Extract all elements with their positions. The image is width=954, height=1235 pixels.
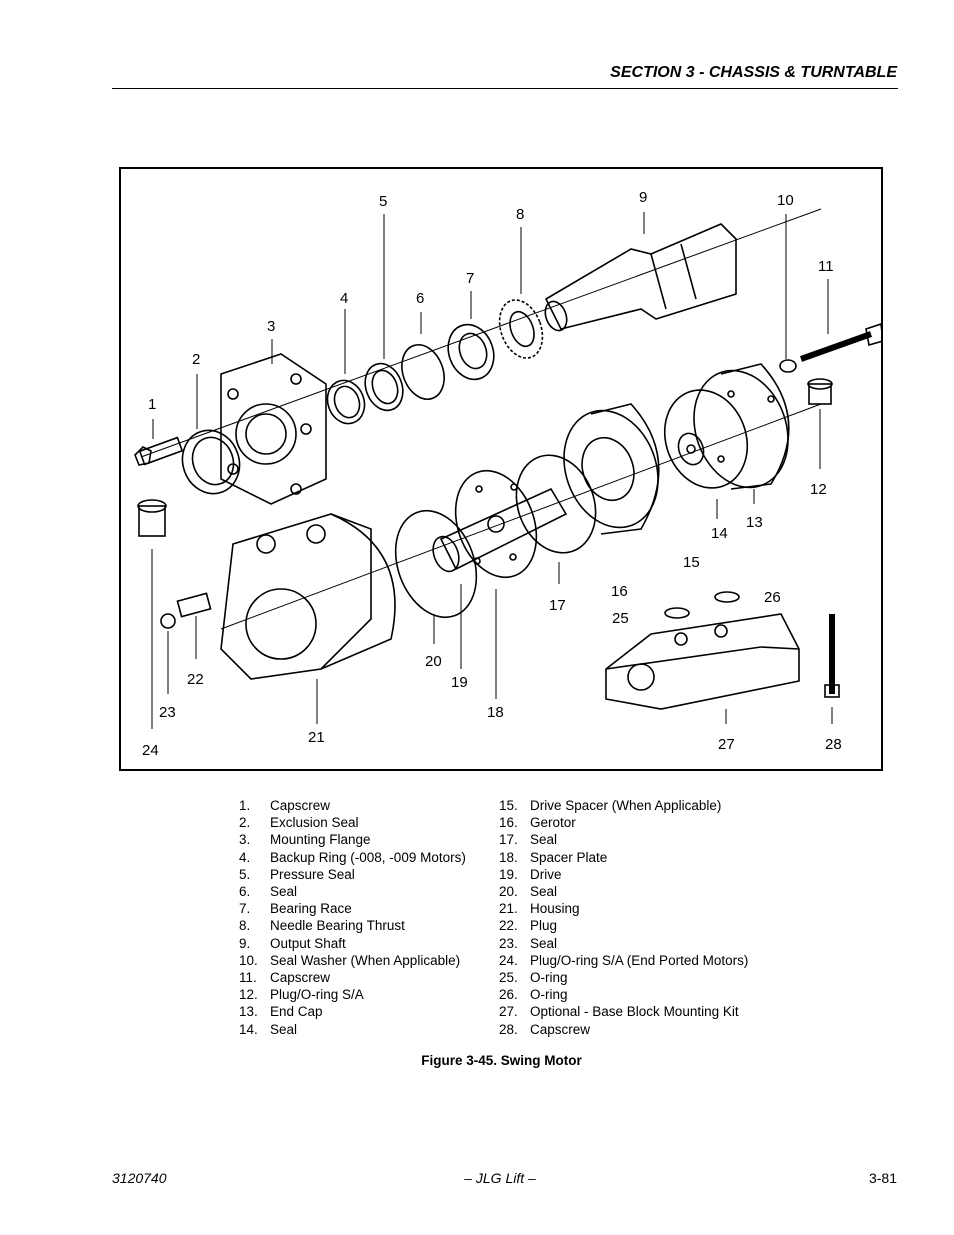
callout-27: 27 <box>718 736 735 753</box>
drive-spacer <box>677 432 705 466</box>
legend-item: 26.O-ring <box>499 987 568 1003</box>
backup-ring <box>326 379 366 425</box>
callout-19: 19 <box>451 674 468 691</box>
legend-item: 13.End Cap <box>239 1004 323 1020</box>
callout-25: 25 <box>612 610 629 627</box>
callout-22: 22 <box>187 671 204 688</box>
legend-item: 17.Seal <box>499 832 558 848</box>
callout-4: 4 <box>340 290 348 307</box>
callout-16: 16 <box>611 583 628 600</box>
plug-oring-12 <box>807 378 833 405</box>
leader-lines <box>151 212 833 729</box>
legend-item: 12.Plug/O-ring S/A <box>239 987 364 1003</box>
base-block <box>605 613 800 710</box>
callout-18: 18 <box>487 704 504 721</box>
callout-labels: 1 2 3 4 5 6 7 8 9 10 11 12 13 14 15 16 1… <box>142 189 842 759</box>
axis-line <box>220 403 822 630</box>
callout-8: 8 <box>516 206 524 223</box>
callout-14: 14 <box>711 525 728 542</box>
callout-24: 24 <box>142 742 159 759</box>
oring-25 <box>664 607 690 619</box>
legend-item: 4.Backup Ring (-008, -009 Motors) <box>239 849 466 865</box>
plug-22 <box>176 592 212 618</box>
legend-item: 2.Exclusion Seal <box>239 815 359 831</box>
callout-2: 2 <box>192 351 200 368</box>
exclusion-seal <box>181 429 241 495</box>
parts-legend-right: 15.Drive Spacer (When Applicable) 16.Ger… <box>499 797 748 1038</box>
drive <box>432 487 568 573</box>
callout-1: 1 <box>148 396 156 413</box>
callout-12: 12 <box>810 481 827 498</box>
seal-14 <box>663 389 749 489</box>
legend-item: 5.Pressure Seal <box>239 866 355 882</box>
swing-motor-drawing: 1 2 3 4 5 6 7 8 9 10 11 12 13 14 15 16 1… <box>134 189 881 759</box>
capscrew-28 <box>824 614 840 698</box>
bearing-race <box>447 323 495 381</box>
doc-number: 3120740 <box>112 1170 167 1186</box>
legend-item: 14.Seal <box>239 1021 298 1037</box>
end-cap <box>693 363 790 490</box>
seal-washer <box>779 359 797 373</box>
callout-21: 21 <box>308 729 325 746</box>
callout-10: 10 <box>777 192 794 209</box>
mounting-flange <box>220 353 327 505</box>
figure-caption: Figure 3-45. Swing Motor <box>421 1053 582 1068</box>
legend-item: 24.Plug/O-ring S/A (End Ported Motors) <box>499 952 749 968</box>
legend-item: 22.Plug <box>499 918 558 934</box>
seal-20 <box>394 509 478 619</box>
callout-3: 3 <box>267 318 275 335</box>
callout-20: 20 <box>425 653 442 670</box>
legend-item: 27.Optional - Base Block Mounting Kit <box>499 1004 739 1020</box>
legend-item: 21.Housing <box>499 901 580 917</box>
spacer-plate <box>454 469 538 579</box>
capscrew-1 <box>134 436 184 466</box>
legend-item: 1.Capscrew <box>239 798 331 813</box>
callout-6: 6 <box>416 290 424 307</box>
legend-item: 6.Seal <box>239 884 298 900</box>
publisher: – JLG Lift – <box>464 1170 536 1186</box>
page-number: 3-81 <box>868 1170 897 1186</box>
callout-23: 23 <box>159 704 176 721</box>
plug-oring-24 <box>137 499 167 537</box>
callout-13: 13 <box>746 514 763 531</box>
legend-item: 3.Mounting Flange <box>239 832 371 848</box>
header-rule <box>112 88 898 89</box>
callout-7: 7 <box>466 270 474 287</box>
housing <box>220 513 396 680</box>
legend-item: 15.Drive Spacer (When Applicable) <box>499 798 722 813</box>
seal-17 <box>515 454 597 554</box>
capscrew-11 <box>799 323 881 362</box>
callout-11: 11 <box>818 258 834 275</box>
legend-item: 25.O-ring <box>499 970 568 986</box>
output-shaft <box>544 223 737 332</box>
pressure-seal <box>364 362 404 412</box>
callout-5: 5 <box>379 193 387 210</box>
seal-23 <box>160 613 176 629</box>
needle-bearing-thrust <box>498 299 544 359</box>
section-title: SECTION 3 - CHASSIS & TURNTABLE <box>610 64 897 81</box>
parts-legend-left: 1.Capscrew 2.Exclusion Seal 3.Mounting F… <box>239 797 466 1038</box>
callout-28: 28 <box>825 736 842 753</box>
exploded-view-figure: 1 2 3 4 5 6 7 8 9 10 11 12 13 14 15 16 1… <box>119 167 883 771</box>
legend-item: 10.Seal Washer (When Applicable) <box>239 952 461 968</box>
legend-item: 28.Capscrew <box>499 1021 591 1037</box>
callout-15: 15 <box>683 554 700 571</box>
gerotor <box>563 403 660 535</box>
callout-9: 9 <box>639 189 647 206</box>
legend-item: 8.Needle Bearing Thrust <box>239 918 405 934</box>
callout-17: 17 <box>549 597 566 614</box>
seal-6 <box>401 344 445 400</box>
callout-26: 26 <box>764 589 781 606</box>
legend-item: 19.Drive <box>499 866 562 882</box>
legend-item: 11.Capscrew <box>239 970 331 986</box>
oring-26 <box>714 591 740 603</box>
axis-line <box>140 208 822 458</box>
legend-item: 23.Seal <box>499 935 558 951</box>
legend-item: 20.Seal <box>499 884 558 900</box>
legend-item: 16.Gerotor <box>499 815 576 831</box>
legend-item: 9.Output Shaft <box>239 935 346 951</box>
legend-item: 7.Bearing Race <box>239 901 352 917</box>
legend-item: 18.Spacer Plate <box>499 849 608 865</box>
